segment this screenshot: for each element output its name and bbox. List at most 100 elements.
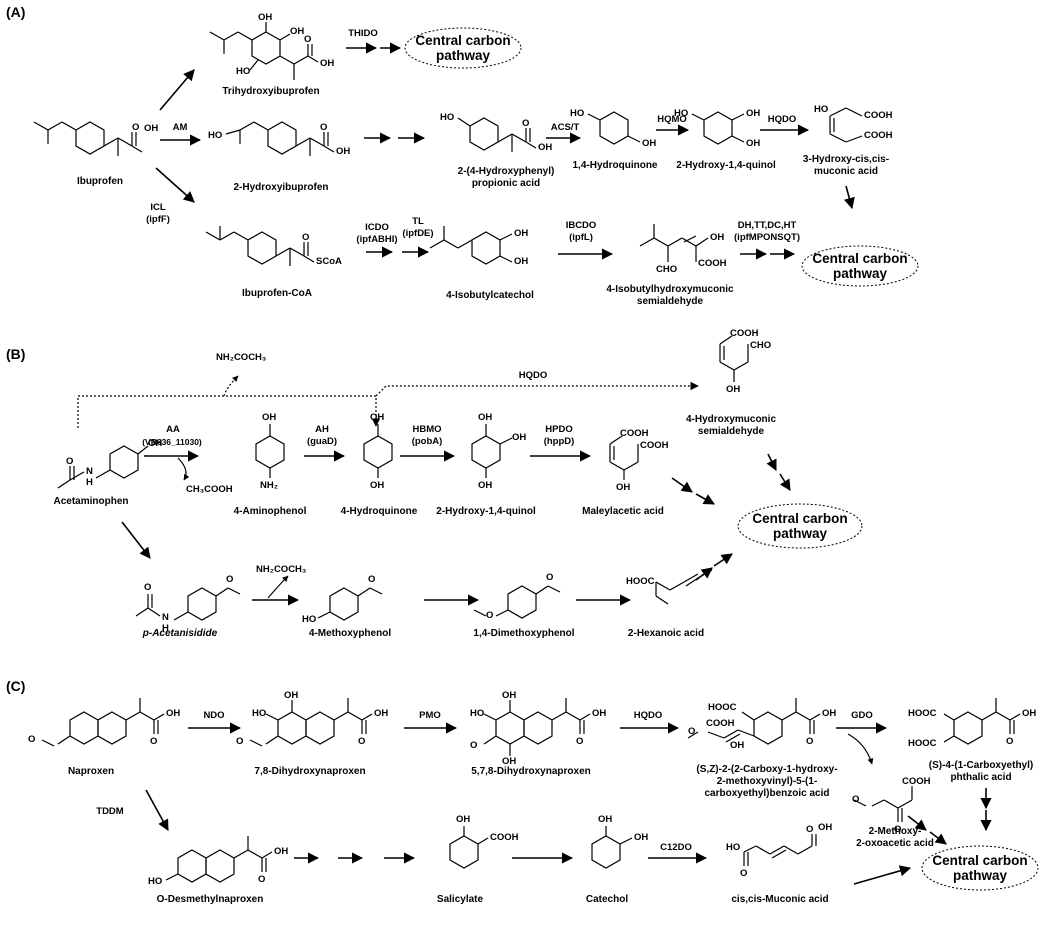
- hydroxymuconic-structure: [829, 107, 863, 143]
- compound-isobutylcatechol: 4-Isobutylcatechol: [446, 290, 534, 301]
- atom-oh: OH: [144, 123, 159, 134]
- hydroxyquinol-b-structure: [471, 424, 513, 478]
- atom-cho: CHO: [656, 264, 678, 275]
- muconic-acid-structure: [743, 834, 817, 866]
- compound-ibuprofen-coa: Ibuprofen-CoA: [242, 288, 312, 299]
- atom-ho: HO: [570, 108, 585, 119]
- atom-o: O: [66, 456, 74, 467]
- catechol-structure: [591, 826, 633, 869]
- structures-panel-b: [57, 335, 749, 621]
- atom-o: O: [302, 232, 310, 243]
- acetaminophen-structure: [57, 445, 149, 489]
- compound-salicylate: Salicylate: [436, 894, 484, 905]
- atom-o: O: [894, 824, 902, 835]
- panel-label-c: (C): [6, 678, 26, 694]
- atom-o: O: [522, 118, 530, 129]
- panel-label-b: (B): [6, 346, 26, 362]
- ibuprofen-structure: [33, 121, 143, 156]
- atom-o: O: [486, 610, 494, 621]
- compound-acetaminophen: Acetaminophen: [53, 496, 129, 507]
- compound-phthalic-acid: (S)-4-(1-Carboxyethyl) phthalic acid: [928, 760, 1034, 783]
- compound-methoxyoxoacetic: 2-Methoxy- 2-oxoacetic acid: [856, 826, 934, 849]
- atom-oh: OH: [456, 814, 471, 825]
- acetanisidide-structure: [135, 587, 241, 621]
- atom-oh: OH: [642, 138, 657, 149]
- compound-hydroxyquinol-a: 2-Hydroxy-1,4-quinol: [676, 160, 776, 171]
- atom-o: O: [740, 868, 748, 879]
- atom-o: O: [806, 736, 814, 747]
- atom-cooh: COOH: [490, 832, 519, 843]
- hub-ellipse-c: [921, 845, 1039, 891]
- enzyme-hqmo: HQMO: [657, 114, 687, 125]
- atom-ho: HO: [814, 104, 829, 115]
- enzyme-hqdo-c: HQDO: [633, 710, 663, 721]
- enzyme-ibcdo: IBCDO (ipfL): [565, 220, 597, 243]
- aminophenol-structure: [255, 424, 285, 478]
- atom-cooh: COOH: [640, 440, 669, 451]
- atom-o: O: [368, 574, 376, 585]
- compound-muconic-acid: cis,cis-Muconic acid: [731, 894, 829, 905]
- trihydroxyibuprofen-structure: [209, 22, 319, 80]
- compound-desmethylnaproxen: O-Desmethylnaproxen: [156, 894, 264, 905]
- compound-catechol: Catechol: [585, 894, 629, 905]
- compound-hydroxyphenylpropionic: 2-(4-Hydroxyphenyl) propionic acid: [457, 166, 555, 189]
- atom-oh: OH: [616, 482, 631, 493]
- atom-o: O: [144, 582, 152, 593]
- atom-o: O: [852, 794, 860, 805]
- atom-oh: OH: [818, 822, 833, 833]
- atom-o: O: [236, 736, 244, 747]
- isobutylcatechol-structure: [429, 226, 513, 265]
- isobutylhydroxymuconic-structure: [639, 224, 709, 262]
- atom-cooh: COOH: [620, 428, 649, 439]
- atom-o: O: [320, 122, 328, 133]
- compound-hydroxymuconic-semialdehyde: 4-Hydroxymuconic semialdehyde: [685, 414, 777, 437]
- enzyme-hbmo: HBMO (pobA): [411, 424, 443, 447]
- byproduct-acetic-acid: CH₃COOH: [186, 484, 233, 495]
- hub-ellipse-b: [737, 503, 863, 549]
- atom-cooh: COOH: [698, 258, 727, 269]
- atom-oh: OH: [538, 142, 553, 153]
- hydroquinone-b-structure: [363, 424, 393, 478]
- compound-trihydroxynaproxen: 5,7,8-Dihydroxynaproxen: [471, 766, 591, 777]
- methoxyoxoacetic-structure: [853, 786, 913, 822]
- atom-oh: OH: [592, 708, 607, 719]
- atom-oh: OH: [1022, 708, 1037, 719]
- trihydroxynaproxen-structure: [483, 698, 591, 756]
- atom-ho: HO: [726, 842, 741, 853]
- atom-ho: HO: [208, 130, 223, 141]
- hub-ellipse-a-top: [404, 27, 522, 69]
- atom-oh: OH: [598, 814, 613, 825]
- atom-oh: OH: [730, 740, 745, 751]
- atom-hooc: HOOC: [626, 576, 655, 587]
- atom-oh: OH: [746, 138, 761, 149]
- enzyme-am: AM: [172, 122, 188, 133]
- atom-o: O: [1006, 736, 1014, 747]
- dihydroxynaproxen-structure: [249, 698, 373, 747]
- compound-hydroquinone-a: 1,4-Hydroquinone: [572, 160, 658, 171]
- atom-cooh: COOH: [864, 110, 893, 121]
- compound-dimethoxyphenol: 1,4-Dimethoxyphenol: [473, 628, 575, 639]
- atom-oh: OH: [634, 832, 649, 843]
- atom-oh: OH: [258, 12, 273, 23]
- hub-ellipse-a-bottom: [801, 245, 919, 287]
- hydroxyibuprofen-structure: [225, 121, 335, 156]
- atom-o: O: [688, 726, 696, 737]
- atom-ho: HO: [236, 66, 251, 77]
- atom-o: O: [28, 734, 36, 745]
- compound-ibuprofen: Ibuprofen: [76, 176, 124, 187]
- atom-oh: OH: [514, 228, 529, 239]
- atom-o: O: [576, 736, 584, 747]
- atom-o: O: [132, 122, 140, 133]
- atom-oh: OH: [284, 690, 299, 701]
- enzyme-ah: AH (guaD): [306, 424, 338, 447]
- compound-naproxen: Naproxen: [67, 766, 115, 777]
- atom-oh: OH: [726, 384, 741, 395]
- structures-panel-c: [41, 698, 1021, 883]
- hydroxyphenylpropionic-structure: [457, 117, 537, 152]
- compound-benzoic-acid: (S,Z)-2-(2-Carboxy-1-hydroxy- 2-methoxyv…: [696, 764, 838, 799]
- atom-o: O: [358, 736, 366, 747]
- atom-oh: OH: [336, 146, 351, 157]
- enzyme-aa: AA: [166, 424, 180, 435]
- enzyme-acst: ACS/T: [550, 122, 580, 133]
- hydroxymuconic-semialdehyde-structure: [719, 335, 749, 382]
